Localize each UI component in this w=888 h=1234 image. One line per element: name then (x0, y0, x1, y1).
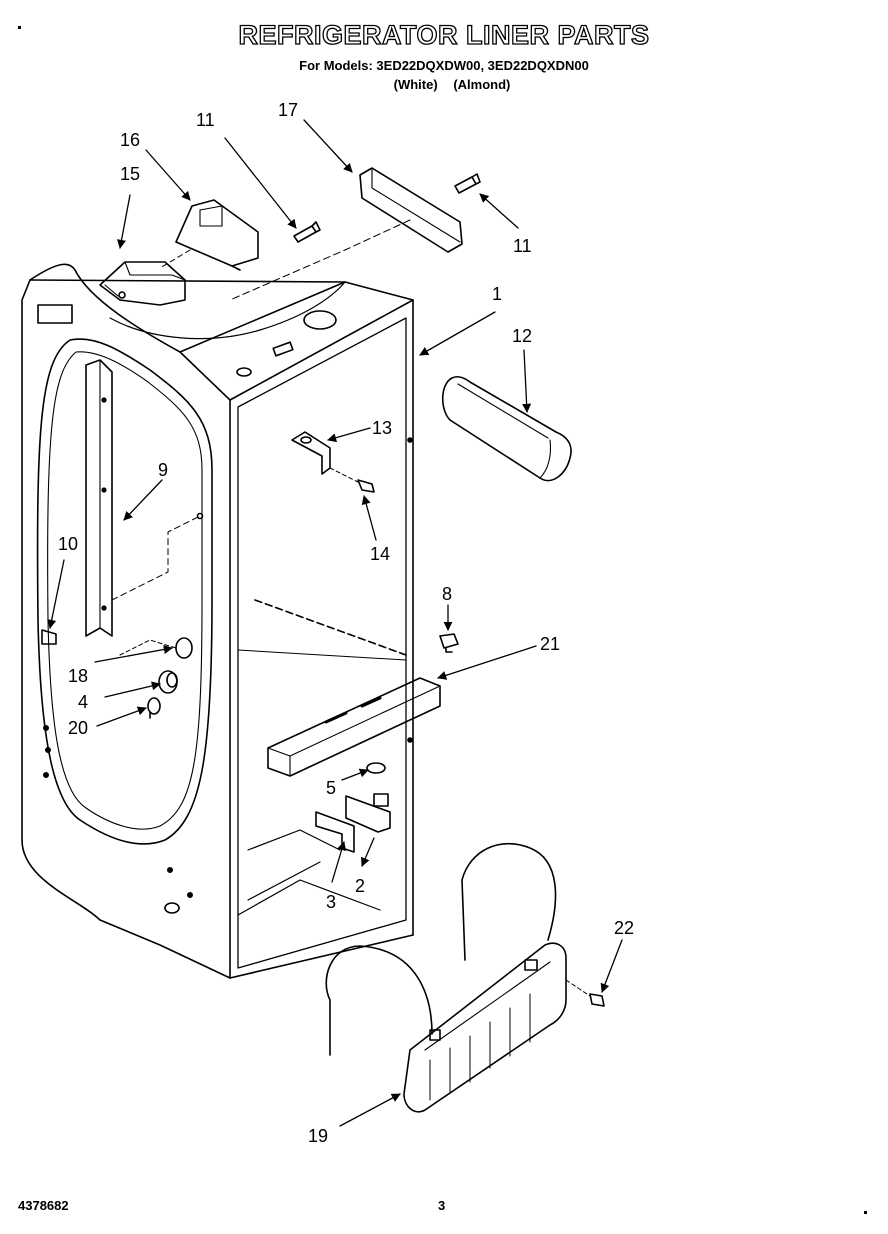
part-4-knob (158, 670, 178, 694)
leader-19 (339, 1093, 401, 1127)
callout-14: 14 (370, 544, 390, 564)
callout-10: 10 (58, 534, 78, 554)
leader-9 (123, 479, 163, 521)
corner-mark (18, 26, 21, 29)
part-17-channel (229, 167, 463, 301)
leader-17 (303, 119, 353, 173)
leader-20 (96, 706, 147, 727)
callout-15: 15 (120, 164, 140, 184)
part-13-bracket (291, 431, 331, 475)
leader-21 (437, 645, 537, 680)
leader-11-left (224, 137, 297, 229)
callout-16: 16 (120, 130, 140, 150)
part-2-bracket (345, 793, 391, 833)
part-12-duct (441, 376, 572, 482)
page-number: 3 (438, 1198, 446, 1213)
part-5-clip (366, 762, 386, 774)
callout-21: 21 (540, 634, 560, 654)
color-white: (White) (393, 77, 438, 92)
leader-13 (327, 427, 371, 443)
callout-13: 13 (372, 418, 392, 438)
callout-22: 22 (614, 918, 634, 938)
models-line: For Models: 3ED22DQXDW00, 3ED22DQXDN00 (299, 58, 589, 73)
leader-22 (600, 939, 623, 993)
callout-11-right: 11 (513, 236, 532, 256)
part-8-fastener (439, 633, 459, 653)
callout-8: 8 (442, 584, 452, 604)
callout-2: 2 (355, 876, 365, 896)
liner-body (21, 263, 414, 979)
callout-9: 9 (158, 460, 168, 480)
leader-lines (47, 119, 623, 1127)
callout-11-top: 11 (196, 110, 215, 130)
callout-3: 3 (326, 892, 336, 912)
color-line: (White) (Almond) (0, 77, 888, 92)
part-20-peg (147, 697, 161, 719)
color-almond: (Almond) (453, 77, 511, 92)
leader-12 (522, 349, 532, 413)
corner-mark (864, 1211, 867, 1214)
leader-2 (361, 837, 375, 867)
leader-16 (145, 149, 191, 201)
leader-14 (361, 495, 377, 541)
part-21-cover (267, 677, 441, 777)
page-title: REFRIGERATOR LINER PARTS (238, 19, 650, 50)
part-9-rail (85, 359, 201, 637)
callout-5: 5 (326, 778, 336, 798)
part-19-heater (325, 843, 567, 1113)
leader-11-right (479, 193, 519, 229)
callout-17: 17 (278, 100, 298, 120)
part-14-screw (329, 467, 375, 493)
callout-1: 1 (492, 284, 502, 304)
leader-18 (94, 644, 173, 663)
callout-20: 20 (68, 718, 88, 738)
leader-4 (104, 681, 161, 698)
part-11-screw-left (293, 221, 321, 243)
part-3-bracket (315, 811, 355, 853)
part-16-bracket (159, 199, 259, 271)
part-15-housing (99, 261, 186, 306)
callout-18: 18 (68, 666, 88, 686)
callout-4: 4 (78, 692, 88, 712)
leader-15 (117, 194, 131, 249)
leader-1 (419, 311, 496, 356)
callout-labels: 1 2 3 4 5 8 9 10 11 11 12 13 14 15 16 17… (58, 100, 634, 1146)
part-22-screw (565, 979, 605, 1007)
document-number: 4378682 (18, 1198, 69, 1213)
part-10-screw (41, 629, 57, 645)
part-11-screw-right (454, 173, 481, 194)
callout-12: 12 (512, 326, 532, 346)
leader-3 (331, 841, 347, 883)
leader-5 (341, 768, 369, 781)
callout-19: 19 (308, 1126, 328, 1146)
leader-10 (47, 559, 65, 629)
